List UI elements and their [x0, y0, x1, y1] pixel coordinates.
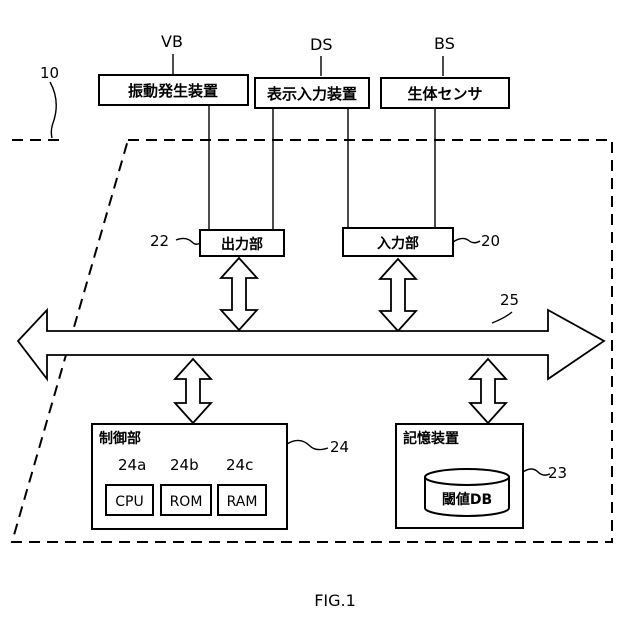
- system-ref-leader: [50, 82, 56, 138]
- input-bus-arrow: [380, 259, 416, 331]
- vibration-device-label: 振動発生装置: [128, 82, 218, 100]
- storage-ref: 23: [548, 464, 567, 482]
- cpu-ref: 24a: [118, 456, 146, 474]
- control-unit-label: 制御部: [99, 430, 141, 447]
- figure-caption: FIG.1: [314, 591, 356, 610]
- control-unit-ref-leader: [287, 440, 328, 449]
- display-input-device-label: 表示入力装置: [267, 85, 357, 103]
- control-unit-ref: 24: [330, 438, 349, 456]
- cpu-label: CPU: [115, 494, 143, 510]
- storage-label: 記憶装置: [403, 430, 459, 447]
- rom-label: ROM: [170, 494, 203, 510]
- bus-ref-leader: [492, 312, 512, 323]
- ram-label: RAM: [227, 494, 258, 510]
- output-unit-ref: 22: [150, 232, 169, 250]
- output-unit-label: 出力部: [221, 236, 263, 253]
- storage-bus-arrow: [470, 359, 506, 423]
- biosensor-label: 生体センサ: [407, 85, 482, 103]
- input-unit-ref-leader: [453, 238, 480, 242]
- input-unit-label: 入力部: [377, 235, 419, 252]
- control-bus-arrow: [175, 359, 211, 423]
- display-input-device-ref: DS: [310, 35, 332, 54]
- rom-ref: 24b: [170, 456, 199, 474]
- vibration-device-ref: VB: [161, 32, 183, 51]
- output-unit-ref-leader: [176, 238, 200, 244]
- biosensor-ref: BS: [434, 34, 455, 53]
- bus-arrow: [18, 310, 604, 379]
- ram-ref: 24c: [226, 456, 253, 474]
- threshold-db-label: 閾値DB: [442, 491, 492, 508]
- system-ref-label: 10: [40, 64, 59, 82]
- output-bus-arrow: [221, 258, 257, 330]
- bus-ref: 25: [500, 291, 519, 309]
- input-unit-ref: 20: [481, 232, 500, 250]
- storage-ref-leader: [523, 469, 550, 475]
